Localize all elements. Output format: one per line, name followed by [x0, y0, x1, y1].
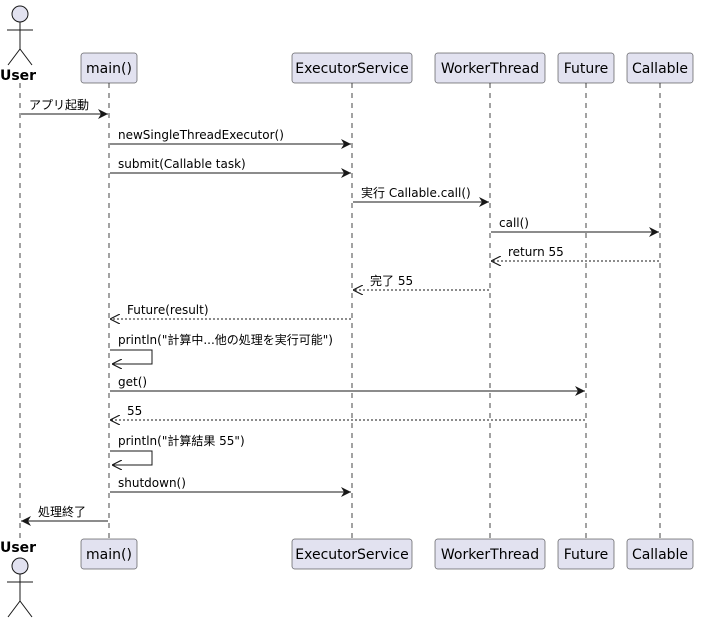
message-3: submit(Callable task) — [110, 157, 351, 178]
message-label: 実行 Callable.call() — [361, 185, 471, 200]
participant-box-callable-top: Callable — [626, 52, 694, 84]
participant-label: main() — [86, 547, 132, 563]
participant-label: Callable — [632, 547, 688, 563]
message-label: println("計算中...他の処理を実行可能") — [118, 332, 333, 347]
message-1: アプリ起動 — [21, 98, 108, 119]
message-arrow — [110, 349, 153, 364]
message-9: println("計算中...他の処理を実行可能") — [110, 332, 333, 364]
participant-label: ExecutorService — [295, 547, 408, 563]
message-label: println("計算結果 55") — [118, 433, 245, 448]
participant-box-executor-bottom: ExecutorService — [291, 538, 413, 570]
participant-box-worker-top: WorkerThread — [434, 52, 546, 84]
participant-box-callable-bottom: Callable — [626, 538, 694, 570]
message-label: submit(Callable task) — [118, 157, 246, 171]
participant-label: main() — [86, 61, 132, 77]
message-2: newSingleThreadExecutor() — [110, 128, 351, 149]
message-label: 完了 55 — [370, 273, 413, 288]
message-12: println("計算結果 55") — [110, 433, 245, 465]
message-5: call() — [491, 216, 659, 237]
message-7: 完了 55 — [353, 273, 489, 290]
message-arrow — [110, 450, 153, 465]
message-label: Future(result) — [127, 303, 209, 317]
message-label: 処理終了 — [38, 504, 86, 519]
participant-box-main-bottom: main() — [80, 538, 138, 570]
message-4: 実行 Callable.call() — [353, 185, 489, 207]
message-13: shutdown() — [110, 476, 351, 497]
participant-actor-bottom — [7, 557, 33, 618]
message-label: アプリ起動 — [29, 98, 89, 112]
participant-box-worker-bottom: WorkerThread — [434, 538, 546, 570]
participant-label: User — [0, 540, 36, 556]
message-10: get() — [110, 375, 585, 396]
participant-label: Future — [564, 61, 609, 77]
participant-label: Future — [564, 547, 609, 563]
message-8: Future(result) — [110, 303, 351, 319]
participant-box-future-bottom: Future — [557, 538, 615, 570]
participant-box-future-top: Future — [557, 52, 615, 84]
message-label: call() — [499, 216, 529, 230]
participant-box-executor-top: ExecutorService — [291, 52, 413, 84]
participant-label: ExecutorService — [295, 61, 408, 77]
participant-label: WorkerThread — [441, 61, 539, 77]
message-label: return 55 — [508, 245, 564, 259]
message-6: return 55 — [491, 245, 659, 261]
participant-actor-top — [7, 5, 33, 66]
actor-icon — [7, 557, 33, 618]
message-11: 55 — [110, 404, 585, 420]
message-label: 55 — [127, 404, 142, 418]
participant-label: User — [0, 68, 36, 84]
message-label: shutdown() — [118, 476, 186, 490]
participant-label: WorkerThread — [441, 547, 539, 563]
message-label: newSingleThreadExecutor() — [118, 128, 284, 142]
participant-box-main-top: main() — [80, 52, 138, 84]
message-14: 処理終了 — [21, 504, 108, 526]
actor-icon — [7, 5, 33, 66]
participant-label: Callable — [632, 61, 688, 77]
message-label: get() — [118, 375, 147, 389]
